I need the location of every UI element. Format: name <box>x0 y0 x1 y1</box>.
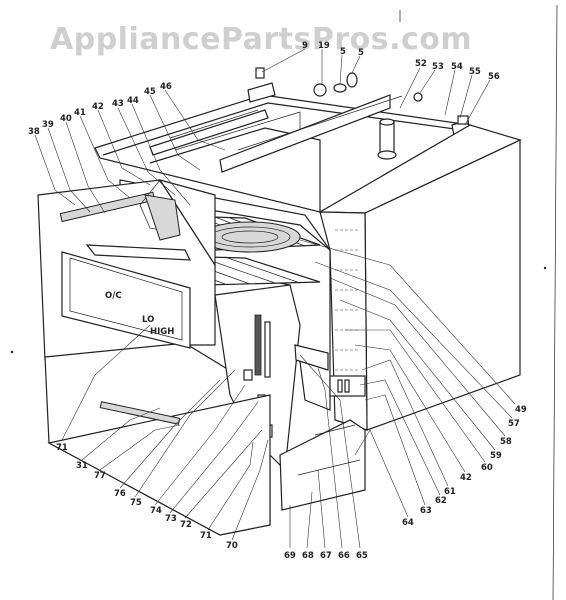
part-label: 42 <box>460 473 472 483</box>
part-label: 38 <box>28 127 40 137</box>
part-labels-bottom: 71 31 77 76 75 74 73 72 71 70 69 68 67 6… <box>56 443 368 561</box>
part-label: 19 <box>318 41 330 51</box>
part-labels-top-right: 52 53 54 55 56 <box>415 59 500 82</box>
part-label: 74 <box>150 506 162 516</box>
part-label: 55 <box>469 67 481 77</box>
part-label: 66 <box>338 551 350 561</box>
part-label: 76 <box>114 489 126 499</box>
part-label: 44 <box>127 96 139 106</box>
part-label: 71 <box>200 531 212 541</box>
part-label: 52 <box>415 59 427 69</box>
part-label: 62 <box>435 496 447 506</box>
scan-dot-right <box>543 266 547 270</box>
door-text: HIGH <box>150 327 174 337</box>
door-text: LO <box>142 315 154 325</box>
part-label: 72 <box>180 520 192 530</box>
part-label: 9 <box>302 41 308 51</box>
part-label: 41 <box>74 108 86 118</box>
part-label: 58 <box>500 437 512 447</box>
scan-mark-right <box>552 4 558 600</box>
rear-vent-piece <box>247 82 397 160</box>
part-label: 60 <box>481 463 493 473</box>
part-label: 45 <box>144 87 156 97</box>
part-label: 63 <box>420 506 432 516</box>
part-label: 5 <box>340 47 346 57</box>
part-label: 67 <box>320 551 332 561</box>
watermark-text: AppliancePartsPros.com <box>50 22 473 57</box>
part-label: 5 <box>358 48 364 58</box>
part-label: 69 <box>284 551 296 561</box>
part-label: 39 <box>42 120 54 130</box>
part-label: 56 <box>488 72 500 82</box>
part-label: 77 <box>94 471 106 481</box>
broiler-parts <box>294 344 366 397</box>
part-label: 61 <box>444 487 456 497</box>
part-label: 75 <box>130 498 142 508</box>
part-label: 57 <box>508 419 520 429</box>
part-label: 43 <box>112 99 124 109</box>
part-label: 46 <box>160 82 172 92</box>
part-label: 53 <box>432 62 444 72</box>
part-label: 54 <box>451 62 463 72</box>
part-labels-top-left: 38 39 40 41 42 43 44 45 46 <box>28 82 172 137</box>
door-markings: O/C LO HIGH <box>105 291 174 337</box>
part-label: 31 <box>76 461 88 471</box>
leader-lines <box>34 48 516 549</box>
scan-dot-left <box>10 350 14 354</box>
part-label: 68 <box>302 551 314 561</box>
part-labels-right: 49 57 58 59 60 42 61 62 63 64 <box>402 405 527 528</box>
part-label: 59 <box>490 451 502 461</box>
part-label: 42 <box>92 102 104 112</box>
part-label: 65 <box>356 551 368 561</box>
part-label: 70 <box>226 541 238 551</box>
part-label: 71 <box>56 443 68 453</box>
part-label: 64 <box>402 518 414 528</box>
door-text: O/C <box>105 291 122 301</box>
part-label: 73 <box>165 514 177 524</box>
part-label: 40 <box>60 114 72 124</box>
part-label: 49 <box>515 405 527 415</box>
part-labels-top-center: 9 19 5 5 <box>302 41 364 58</box>
